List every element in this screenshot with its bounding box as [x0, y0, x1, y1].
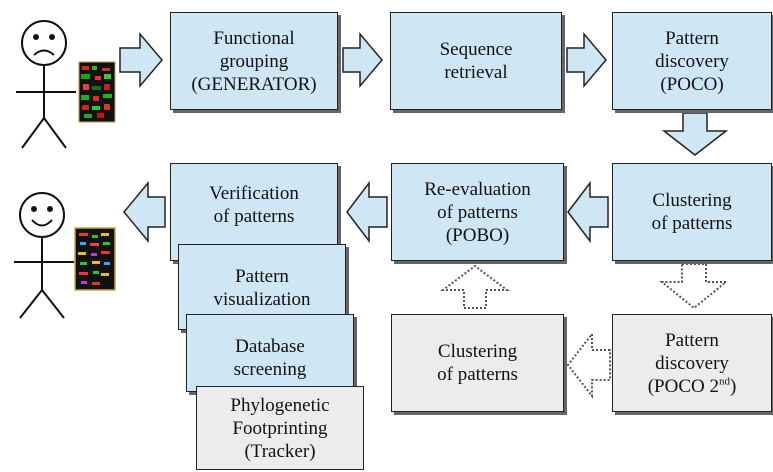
arrow-left-icon: [346, 180, 388, 244]
stick-figure-happy-icon: [14, 192, 74, 319]
verification-line-1: Verification: [209, 183, 299, 204]
pattern-discovery-box: Pattern discovery (POCO): [612, 12, 772, 110]
sequence-retrieval-line-1: Sequence: [439, 39, 513, 60]
arrow-right-icon: [342, 31, 383, 89]
reevaluation-line-2: of patterns: [437, 201, 518, 223]
database-screening-box: Database screening: [186, 314, 354, 392]
phylogenetic-line-1: Phylogenetic: [230, 394, 330, 416]
pattern-discovery-line-1: Pattern: [665, 27, 719, 49]
pattern-discovery-second-line-2: discovery: [655, 352, 729, 374]
arrow-right-icon: [119, 31, 163, 89]
phylogenetic-footprinting-box: Phylogenetic Footprinting (Tracker): [196, 386, 364, 470]
functional-grouping-box: Functional grouping (GENERATOR): [170, 12, 338, 110]
reevaluation-line-3: (POBO): [445, 224, 510, 246]
visualization-line-2: visualization: [213, 289, 311, 310]
pattern-discovery-line-3: (POCO): [660, 73, 724, 95]
database-screening-line-2: screening: [233, 359, 307, 380]
stick-figure-sad-icon: [16, 20, 76, 149]
phylogenetic-line-2: Footprinting: [232, 417, 328, 439]
database-screening-line-1: Database: [235, 336, 305, 357]
poco-second-superscript: nd: [718, 375, 730, 388]
arrow-down-icon: [661, 112, 729, 156]
clustering-line-1: Clustering: [652, 190, 732, 211]
poco-second-suffix: ): [729, 375, 737, 397]
clustering-line-2: of patterns: [651, 213, 733, 234]
reevaluation-box: Re-evaluation of patterns (POBO): [391, 163, 564, 261]
arrow-left-icon: [123, 180, 166, 244]
pattern-discovery-second-line-3: (POCO 2nd): [648, 375, 737, 398]
arrow-left-icon: [567, 180, 609, 244]
sequence-retrieval-box: Sequence retrieval: [390, 12, 562, 110]
dotted-arrow-up-icon: [440, 264, 510, 309]
microarray-image-icon: [78, 61, 116, 123]
pattern-discovery-second-box: Pattern discovery (POCO 2nd): [612, 314, 772, 412]
phylogenetic-line-3: (Tracker): [244, 440, 316, 462]
clustering-optional-line-2: of patterns: [437, 364, 518, 385]
visualization-line-1: Pattern: [235, 266, 289, 287]
dotted-arrow-left-icon: [566, 331, 611, 399]
sequence-retrieval-line-2: retrieval: [444, 62, 508, 83]
poco-second-prefix: (POCO 2: [647, 375, 719, 397]
reevaluation-line-1: Re-evaluation: [424, 178, 531, 200]
clustering-optional-box: Clustering of patterns: [391, 314, 564, 412]
pattern-image-icon: [74, 227, 116, 291]
clustering-optional-line-1: Clustering: [437, 341, 518, 362]
dotted-arrow-down-icon: [659, 263, 729, 310]
pattern-discovery-second-line-1: Pattern: [665, 329, 719, 351]
functional-grouping-line-1: Functional: [213, 27, 295, 49]
functional-grouping-line-3: (GENERATOR): [191, 73, 317, 95]
arrow-right-icon: [566, 31, 607, 89]
pattern-discovery-line-2: discovery: [655, 50, 729, 72]
functional-grouping-line-2: grouping: [219, 50, 289, 72]
verification-line-2: of patterns: [213, 206, 295, 227]
clustering-box: Clustering of patterns: [612, 163, 772, 261]
